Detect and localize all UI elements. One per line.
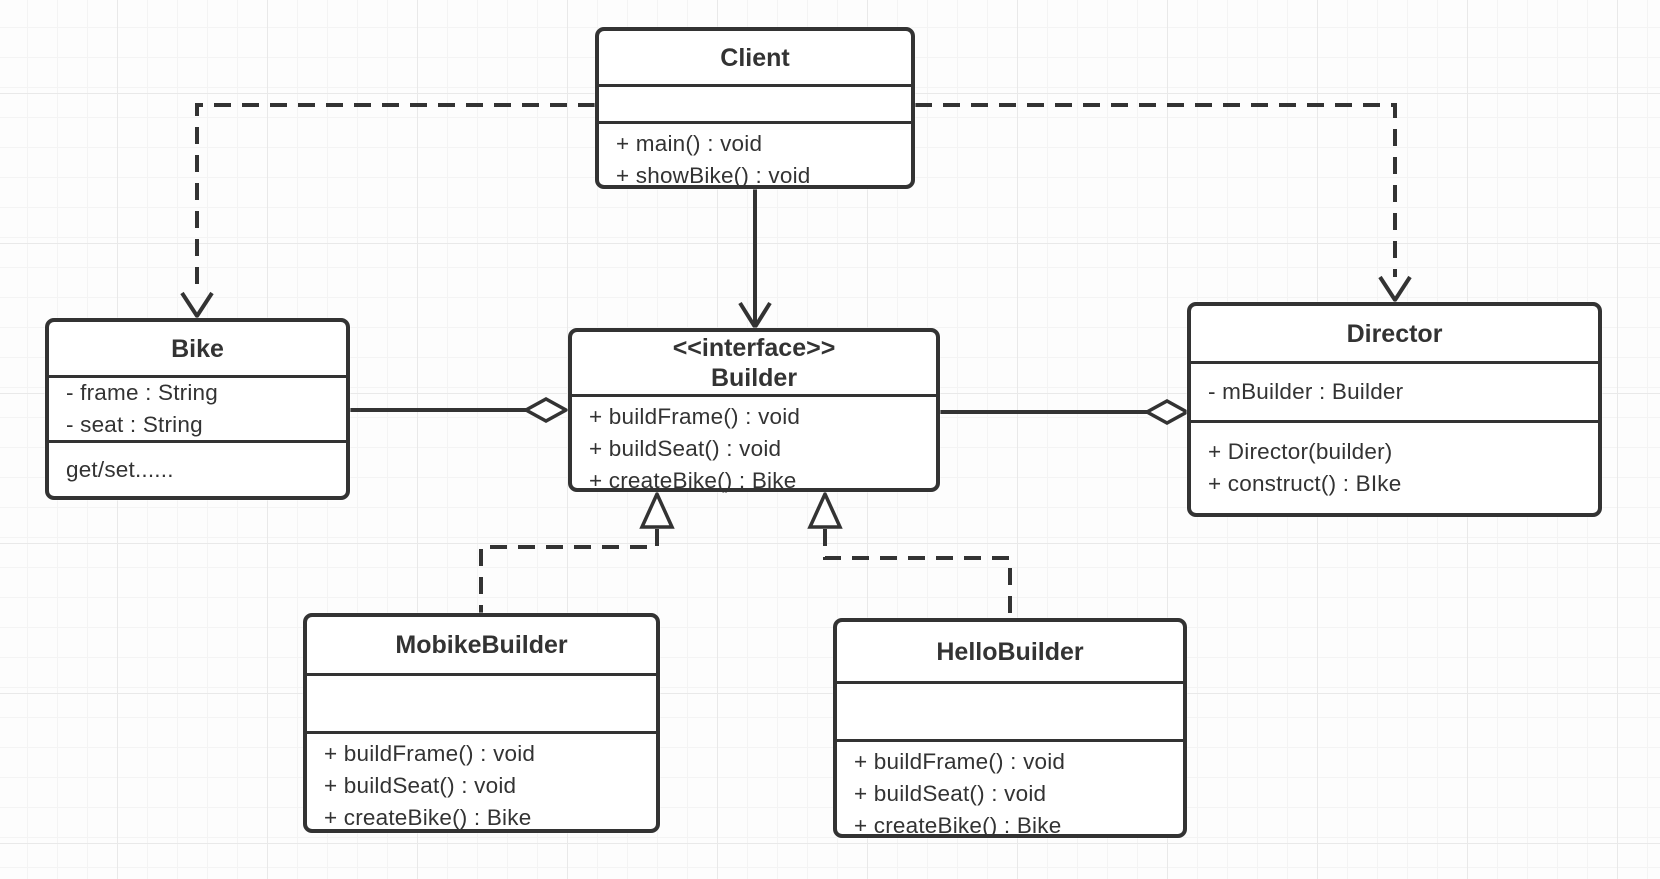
method: + buildFrame() : void xyxy=(854,749,1066,774)
class-director[interactable]: Director - mBuilder : Builder + Director… xyxy=(1187,302,1602,517)
class-name: Client xyxy=(720,43,790,72)
class-name: Director xyxy=(1346,319,1443,348)
class-client-attributes xyxy=(599,84,911,121)
realization-hellobuilder-builder xyxy=(807,489,1012,618)
class-mobikebuilder-title: MobikeBuilder xyxy=(307,617,656,673)
class-mobikebuilder-attributes xyxy=(307,673,656,731)
attribute: - mBuilder : Builder xyxy=(1208,379,1404,404)
class-mobikebuilder[interactable]: MobikeBuilder + buildFrame() : void + bu… xyxy=(303,613,660,833)
class-director-title: Director xyxy=(1191,306,1598,361)
method: + buildFrame() : void xyxy=(589,404,801,429)
method: + main() : void xyxy=(616,131,763,156)
class-hellobuilder[interactable]: HelloBuilder + buildFrame() : void + bui… xyxy=(833,618,1187,838)
class-mobikebuilder-methods: + buildFrame() : void + buildSeat() : vo… xyxy=(307,731,656,838)
class-stereotype: <<interface>> xyxy=(672,334,836,362)
method: + Director(builder) xyxy=(1208,439,1393,464)
realization-mobikebuilder-builder xyxy=(479,489,675,613)
class-name: HelloBuilder xyxy=(936,637,1084,666)
class-builder-title: <<interface>> Builder xyxy=(572,332,936,394)
class-client-methods: + main() : void + showBike() : void xyxy=(599,121,911,196)
class-director-methods: + Director(builder) + construct() : BIke xyxy=(1191,420,1598,513)
method: + buildFrame() : void xyxy=(324,741,536,766)
method: get/set...... xyxy=(66,456,174,482)
aggregation-builder-director xyxy=(940,399,1191,425)
method: + createBike() : Bike xyxy=(589,468,797,493)
class-builder-methods: + buildFrame() : void + buildSeat() : vo… xyxy=(572,394,936,501)
class-name: Builder xyxy=(710,364,798,392)
method: + construct() : BIke xyxy=(1208,471,1402,496)
class-hellobuilder-title: HelloBuilder xyxy=(837,622,1183,681)
method: + createBike() : Bike xyxy=(324,805,532,830)
class-name: MobikeBuilder xyxy=(395,631,568,659)
method: + buildSeat() : void xyxy=(324,773,517,798)
class-name: Bike xyxy=(171,334,224,363)
class-client-title: Client xyxy=(599,31,911,84)
class-bike[interactable]: Bike - frame : String - seat : String ge… xyxy=(45,318,350,500)
class-bike-attributes: - frame : String - seat : String xyxy=(49,375,346,440)
method: + createBike() : Bike xyxy=(854,813,1062,838)
class-client[interactable]: Client + main() : void + showBike() : vo… xyxy=(595,27,915,189)
association-client-builder xyxy=(738,189,772,331)
class-bike-methods: get/set...... xyxy=(49,440,346,496)
class-builder[interactable]: <<interface>> Builder + buildFrame() : v… xyxy=(568,328,940,493)
dependency-client-bike xyxy=(180,103,595,320)
class-hellobuilder-methods: + buildFrame() : void + buildSeat() : vo… xyxy=(837,739,1183,846)
class-director-attributes: - mBuilder : Builder xyxy=(1191,361,1598,420)
class-hellobuilder-attributes xyxy=(837,681,1183,739)
attribute: - frame : String xyxy=(66,380,218,405)
attribute: - seat : String xyxy=(66,412,203,437)
class-bike-title: Bike xyxy=(49,322,346,375)
method: + buildSeat() : void xyxy=(854,781,1047,806)
dependency-client-director xyxy=(915,103,1412,304)
method: + showBike() : void xyxy=(616,163,811,188)
aggregation-bike-builder xyxy=(350,397,570,423)
method: + buildSeat() : void xyxy=(589,436,782,461)
